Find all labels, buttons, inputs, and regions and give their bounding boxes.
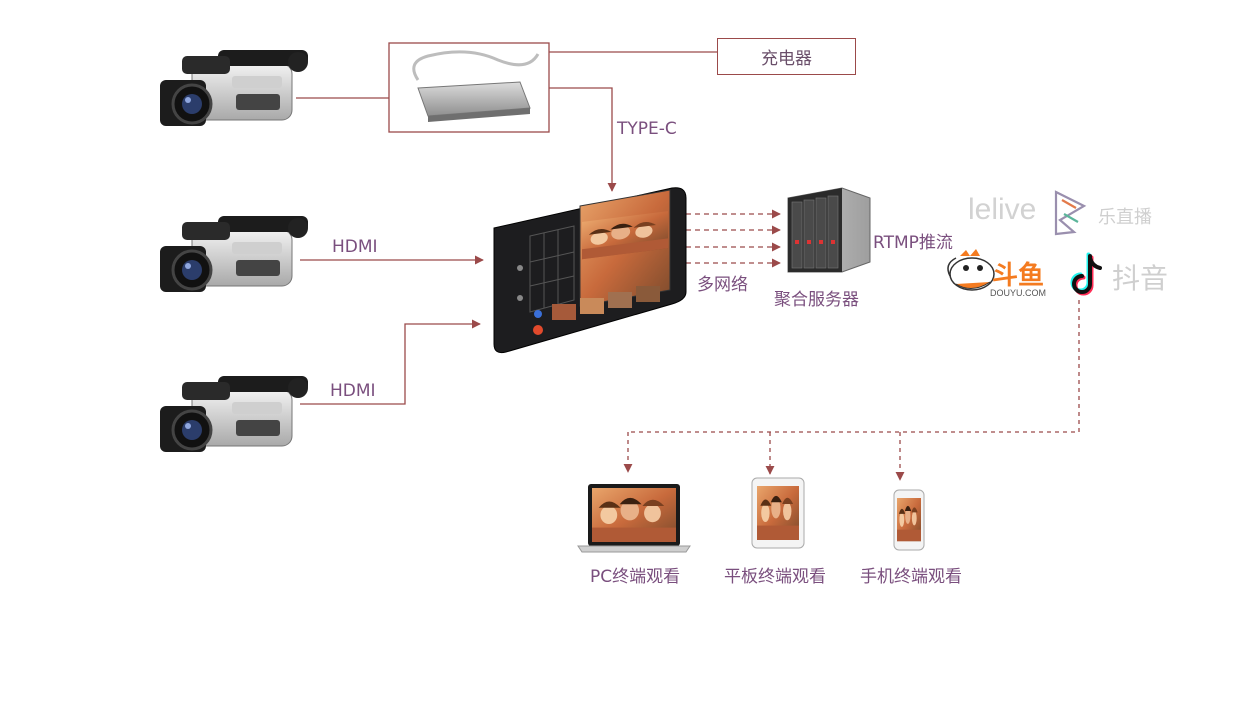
connection-lines <box>296 51 717 405</box>
aggregation-server-label: 聚合服务器 <box>774 290 859 310</box>
phone-view-label: 手机终端观看 <box>860 567 962 587</box>
aggregation-server-image <box>787 187 871 273</box>
type-c-label: TYPE-C <box>617 119 677 139</box>
usb-hub-image <box>412 50 540 122</box>
tablet-view-label: 平板终端观看 <box>724 567 826 587</box>
camera-2 <box>158 214 310 294</box>
phone-image <box>893 489 925 551</box>
douyu-domain-text: DOUYU.COM <box>990 288 1046 298</box>
lelive-brand-text: lelive <box>968 193 1037 226</box>
multi-network-label: 多网络 <box>697 275 748 295</box>
douyu-brand-text: 斗鱼 <box>992 261 1045 291</box>
lelive-logo-icon <box>1054 190 1087 236</box>
camera-3 <box>158 374 310 454</box>
encoder-device <box>493 187 687 354</box>
douyu-logo-icon <box>947 249 995 291</box>
camera-1 <box>158 48 310 128</box>
charger-box: 充电器 <box>717 38 856 75</box>
douyin-brand-text: 抖音 <box>1112 262 1169 295</box>
tablet-image <box>751 477 805 549</box>
hdmi-label-2: HDMI <box>330 381 376 401</box>
distribution-lines <box>623 300 1080 481</box>
pc-view-label: PC终端观看 <box>590 567 681 587</box>
network-arrows <box>686 209 781 268</box>
hdmi-label-1: HDMI <box>332 237 378 257</box>
douyin-logo-icon <box>1070 252 1102 296</box>
rtmp-push-label: RTMP推流 <box>873 233 953 253</box>
laptop-image <box>577 484 691 553</box>
lelive-brand-cn: 乐直播 <box>1098 207 1152 228</box>
charger-label: 充电器 <box>761 49 812 69</box>
